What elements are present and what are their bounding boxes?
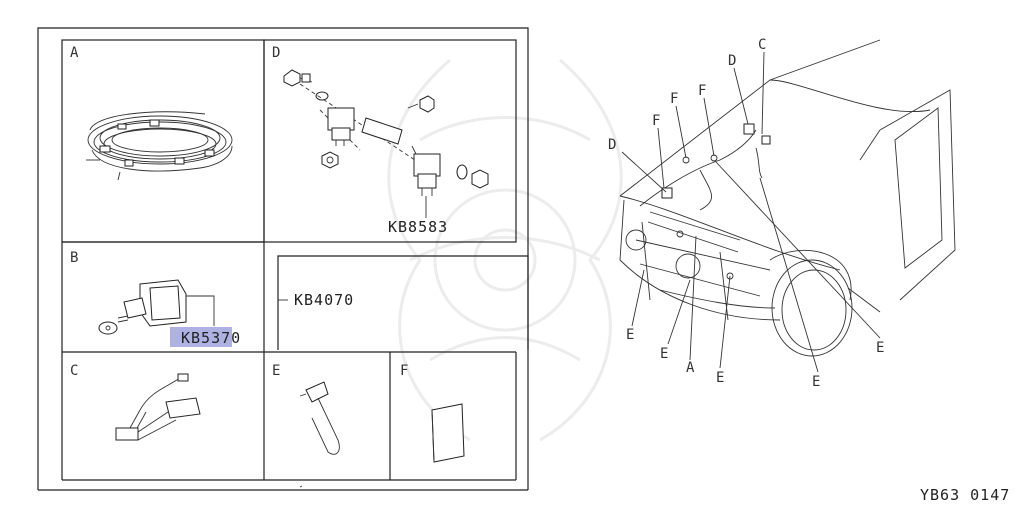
panel-c-letter: C [70, 363, 78, 379]
watermark-emblem [387, 58, 623, 442]
callout-e-3: E [716, 370, 724, 386]
panel-a-frame [61, 39, 265, 243]
callout-e-2: E [660, 346, 668, 362]
switch-illustration [98, 279, 215, 335]
callout-a: A [686, 360, 695, 376]
callout-d-left: D [608, 137, 616, 153]
panel-d-frame [263, 39, 517, 243]
panel-f-letter: F [400, 363, 408, 379]
callout-d-top: D [728, 53, 736, 69]
panel-d-letter: D [272, 45, 280, 61]
parts-grid [37, 27, 529, 491]
panel-d-code: KB8583 [388, 218, 448, 236]
sub-harness-illustration [115, 373, 201, 441]
callout-f-middle: F [670, 91, 678, 107]
panel-b-letter: B [70, 250, 78, 266]
callout-e-4: E [812, 374, 820, 390]
figure-id: YB63 0147 [920, 486, 1010, 504]
vehicle-front-illustration [619, 39, 956, 373]
harness-coil-illustration [86, 111, 233, 181]
center-part-code: KB4070 [294, 291, 354, 309]
panel-b-code[interactable]: KB5370 [181, 329, 241, 347]
highlighted-part-code-box[interactable] [170, 327, 232, 347]
panel-a-letter: A [70, 45, 79, 61]
relay-assembly-illustration [283, 69, 489, 218]
panel-e-letter: E [272, 363, 280, 379]
callout-f-right: F [698, 83, 706, 99]
callout-f-left: F [652, 113, 660, 129]
callout-e-1: E [626, 327, 634, 343]
pad-illustration [431, 403, 465, 463]
cable-tie-illustration [299, 381, 340, 455]
callout-e-5: E [876, 340, 884, 356]
callout-c: C [758, 37, 766, 53]
